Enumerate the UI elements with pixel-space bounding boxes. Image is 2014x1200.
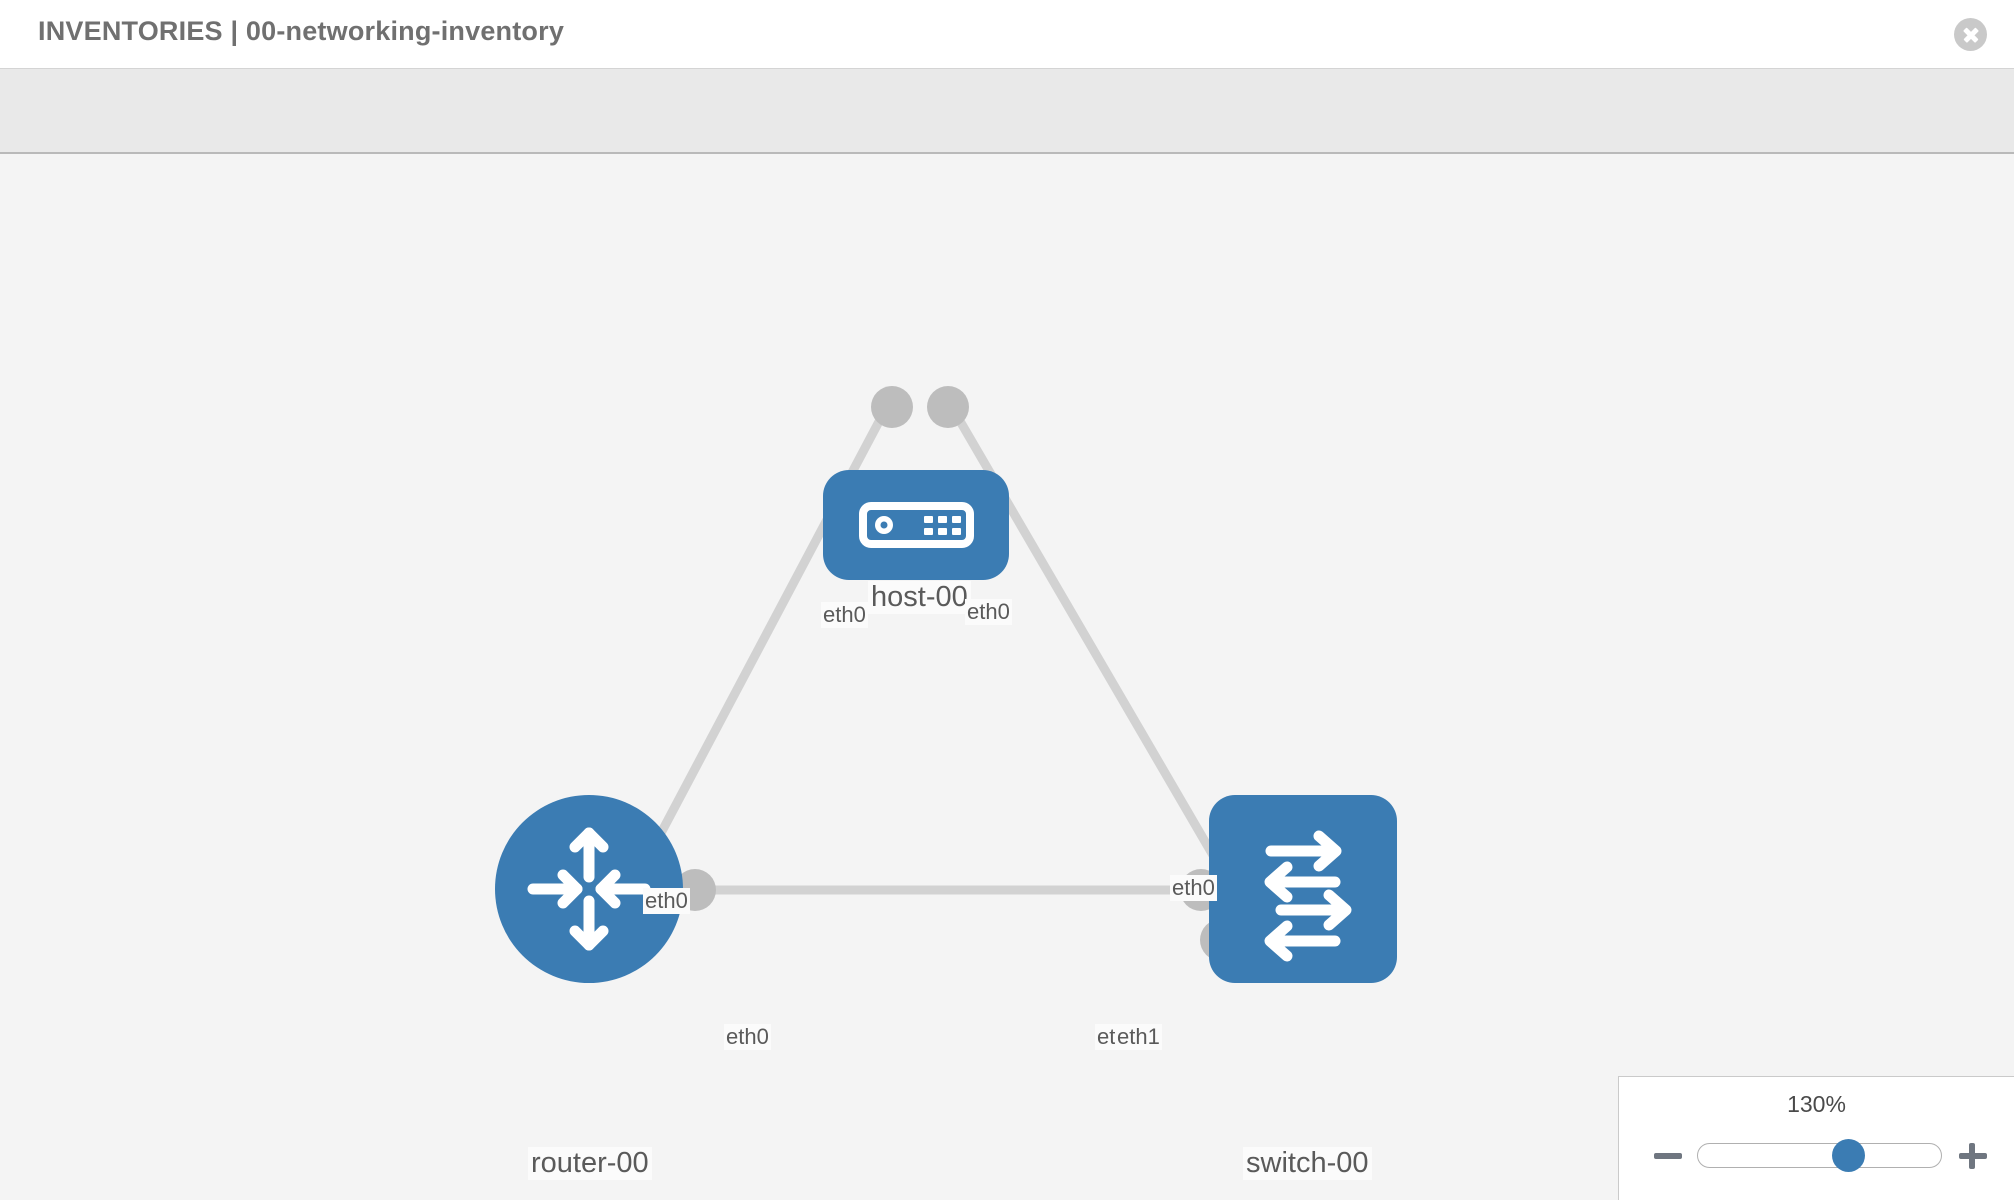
zoom-slider-row bbox=[1619, 1135, 2014, 1179]
zoom-slider-track[interactable] bbox=[1697, 1139, 1942, 1172]
iface-label-host-left: eth0 bbox=[821, 602, 868, 628]
node-label-router-00: router-00 bbox=[528, 1147, 652, 1180]
iface-label-switch-upper: eth0 bbox=[1170, 875, 1217, 901]
toolbar: ACTIONS SEARCH bbox=[0, 68, 2014, 208]
node-label-host-00: host-00 bbox=[868, 581, 971, 614]
iface-label-router-right: eth0 bbox=[724, 1024, 771, 1050]
topology-links bbox=[629, 392, 1233, 895]
minus-icon[interactable] bbox=[1653, 1141, 1683, 1171]
plus-icon[interactable] bbox=[1958, 1141, 1988, 1171]
window-header: INVENTORIES | 00-networking-inventory bbox=[0, 0, 2014, 68]
node-router-00[interactable] bbox=[495, 795, 683, 983]
zoom-slider-thumb[interactable] bbox=[1832, 1139, 1866, 1172]
iface-label-switch-left-front: eth1 bbox=[1115, 1024, 1162, 1050]
connector-host-right[interactable] bbox=[927, 386, 969, 428]
connector-host-left[interactable] bbox=[871, 386, 913, 428]
iface-label-router-upper: eth0 bbox=[643, 888, 690, 914]
zoom-level-value: 130% bbox=[1787, 1091, 1846, 1117]
router-arrows-icon bbox=[527, 827, 651, 951]
zoom-control-panel: 130% bbox=[1618, 1076, 2014, 1200]
node-host-00[interactable] bbox=[823, 470, 1009, 580]
node-switch-00[interactable] bbox=[1209, 795, 1397, 983]
close-icon[interactable] bbox=[1954, 18, 1987, 51]
switch-arrows-icon bbox=[1264, 830, 1352, 962]
server-device-icon bbox=[859, 502, 974, 548]
topology-canvas[interactable]: host-00 router-00 switch-00 eth0 eth0 et… bbox=[0, 154, 2014, 1200]
node-label-switch-00: switch-00 bbox=[1243, 1147, 1372, 1180]
page-title: INVENTORIES | 00-networking-inventory bbox=[38, 16, 565, 46]
iface-label-host-right: eth0 bbox=[965, 599, 1012, 625]
